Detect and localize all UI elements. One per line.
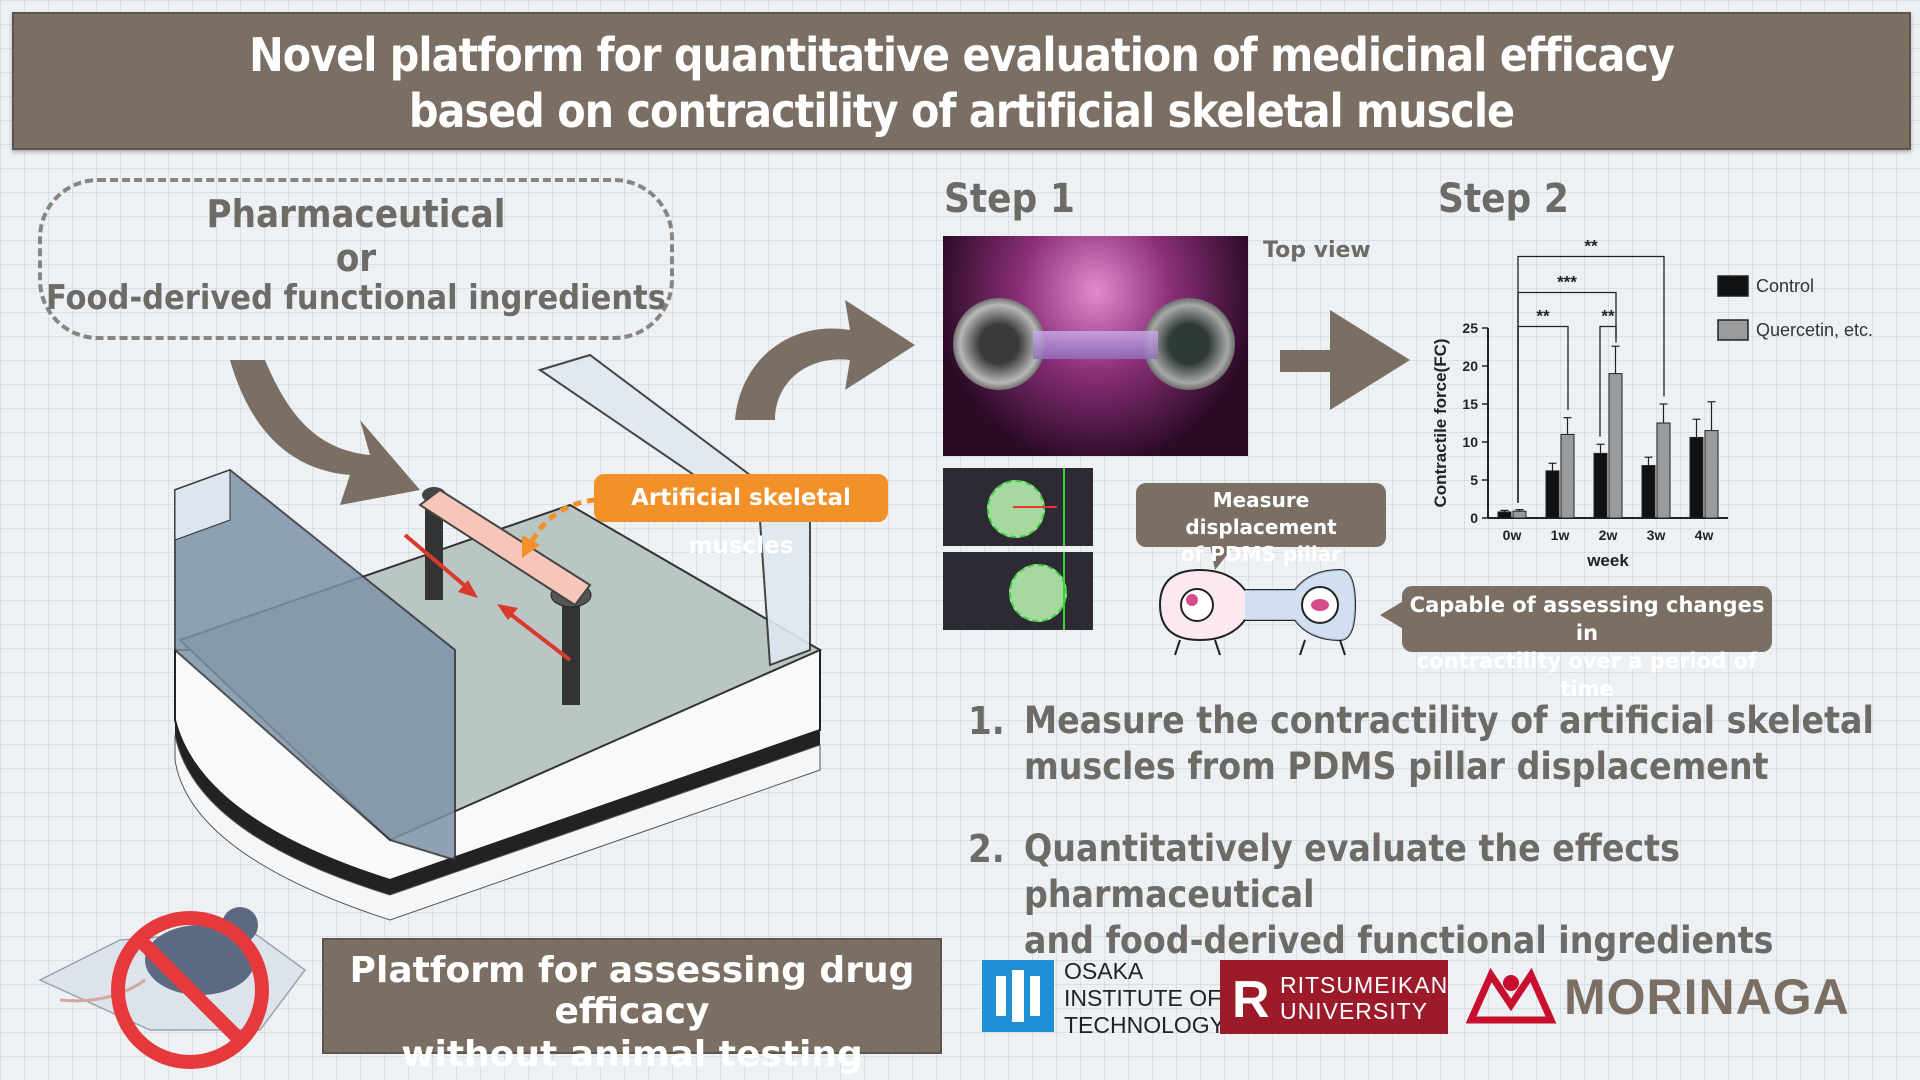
arrow-up-right-icon <box>735 300 915 420</box>
ritsumeikan-line-2: UNIVERSITY <box>1280 998 1429 1024</box>
x-tick-label: 1w <box>1551 527 1570 543</box>
ritsumeikan-text: RITSUMEIKAN UNIVERSITY <box>1280 972 1448 1024</box>
muscle-label-tag: Artificial skeletal muscles <box>594 474 888 559</box>
significance-label: ** <box>1584 236 1598 255</box>
x-tick-label: 4w <box>1695 527 1714 543</box>
significance-label: ** <box>1536 306 1550 325</box>
capable-box-line-2: contractility over a period of time <box>1416 649 1758 701</box>
point-1-line-1: Measure the contractility of artificial … <box>1024 699 1874 742</box>
ritsumeikan-mark: R <box>1232 971 1270 1029</box>
point-2-line-1: Quantitatively evaluate the effects phar… <box>1024 827 1680 916</box>
osaka-logo-text: OSAKA INSTITUTE OF TECHNOLOGY <box>1064 958 1225 1039</box>
legend-label: Control <box>1756 276 1814 296</box>
measure-box-line-2: of PDMS pillar <box>1180 542 1342 566</box>
bottom-message-box: Platform for assessing drug efficacy wit… <box>322 938 942 1075</box>
ingredients-line-1: Pharmaceutical <box>206 192 506 236</box>
device-illustration <box>174 353 823 921</box>
point-2-line-2: and food-derived functional ingredients <box>1024 919 1774 962</box>
point-2-number: 2. <box>968 827 1005 871</box>
contractile-force-chart: 0 5 10 15 20 25 0w 1w 2w 3w 4w week Contractile forc… <box>1431 236 1873 570</box>
ritsumeikan-logo: R RITSUMEIKAN UNIVERSITY <box>1220 960 1448 1034</box>
point-2-text: Quantitatively evaluate the effects phar… <box>1024 826 1920 964</box>
ritsumeikan-line-1: RITSUMEIKAN <box>1280 972 1449 998</box>
ingredients-line-2: or <box>335 236 377 280</box>
x-axis-label: week <box>1586 551 1629 570</box>
osaka-logo-mark <box>982 960 1054 1032</box>
title-line-1: Novel platform for quantitative evaluati… <box>249 28 1675 82</box>
legend-label: Quercetin, etc. <box>1756 320 1873 340</box>
osaka-line-2: INSTITUTE OF <box>1064 985 1222 1011</box>
y-tick-label: 20 <box>1462 358 1478 374</box>
legend-swatch <box>1717 275 1749 297</box>
morinaga-logo-text: MORINAGA <box>1564 969 1850 1025</box>
bar-quercetin <box>1704 430 1719 519</box>
morinaga-angel-icon <box>1466 967 1557 1024</box>
y-tick-label: 15 <box>1462 396 1478 412</box>
arrow-down-icon <box>230 360 420 505</box>
pdms-mascot-icon <box>1158 568 1357 656</box>
point-1-line-2: muscles from PDMS pillar displacement <box>1024 745 1769 788</box>
bar-control <box>1689 436 1704 519</box>
significance-label: *** <box>1557 272 1577 291</box>
bar-control <box>1593 452 1608 519</box>
bar-control <box>1545 470 1560 519</box>
bottom-line-1: Platform for assessing drug efficacy <box>349 950 915 1032</box>
top-view-label: Top view <box>1263 238 1371 263</box>
title-banner: Novel platform for quantitative evaluati… <box>12 12 1911 150</box>
y-axis-label: Contractile force(FC) <box>1431 338 1450 507</box>
x-tick-label: 0w <box>1503 527 1522 543</box>
legend-swatch <box>1717 319 1749 341</box>
significance-bracket <box>1517 325 1569 503</box>
top-view-micrograph <box>943 236 1248 456</box>
point-1-text: Measure the contractility of artificial … <box>1024 698 1874 790</box>
osaka-line-3: TECHNOLOGY <box>1064 1012 1226 1038</box>
bar-control <box>1641 465 1656 519</box>
capable-assessing-box: Capable of assessing changes in contract… <box>1402 586 1772 701</box>
ingredients-line-3: Food-derived functional ingredients <box>46 278 666 318</box>
y-tick-label: 5 <box>1470 472 1478 488</box>
ingredients-box: Pharmaceutical or Food-derived functiona… <box>38 178 674 340</box>
bar-quercetin <box>1560 433 1575 519</box>
y-tick-label: 0 <box>1470 510 1478 526</box>
pillar-image-1 <box>943 468 1093 546</box>
y-tick-label: 25 <box>1462 320 1478 336</box>
bar-quercetin <box>1656 422 1671 519</box>
significance-label: ** <box>1601 306 1615 325</box>
pillar-image-2 <box>943 552 1093 630</box>
measure-displacement-box: Measure displacement of PDMS pillar <box>1136 483 1386 566</box>
no-animal-testing-icon <box>38 907 307 1069</box>
y-tick-label: 10 <box>1462 434 1478 450</box>
step1-label: Step 1 <box>944 176 1075 222</box>
capable-box-line-1: Capable of assessing changes in <box>1409 593 1765 645</box>
measure-box-line-1: Measure displacement <box>1185 488 1337 539</box>
x-tick-label: 3w <box>1647 527 1666 543</box>
x-tick-label: 2w <box>1599 527 1618 543</box>
bar-control <box>1497 511 1512 519</box>
arrow-right-icon <box>1280 310 1410 410</box>
significance-bracket <box>1599 325 1617 437</box>
osaka-line-1: OSAKA <box>1064 958 1144 984</box>
bottom-line-2: without animal testing <box>401 1034 863 1075</box>
title-line-2: based on contractility of artificial ske… <box>408 84 1515 138</box>
step2-label: Step 2 <box>1438 176 1569 222</box>
bar-quercetin <box>1608 373 1623 519</box>
bar-quercetin <box>1512 510 1527 519</box>
point-1-number: 1. <box>968 699 1005 743</box>
